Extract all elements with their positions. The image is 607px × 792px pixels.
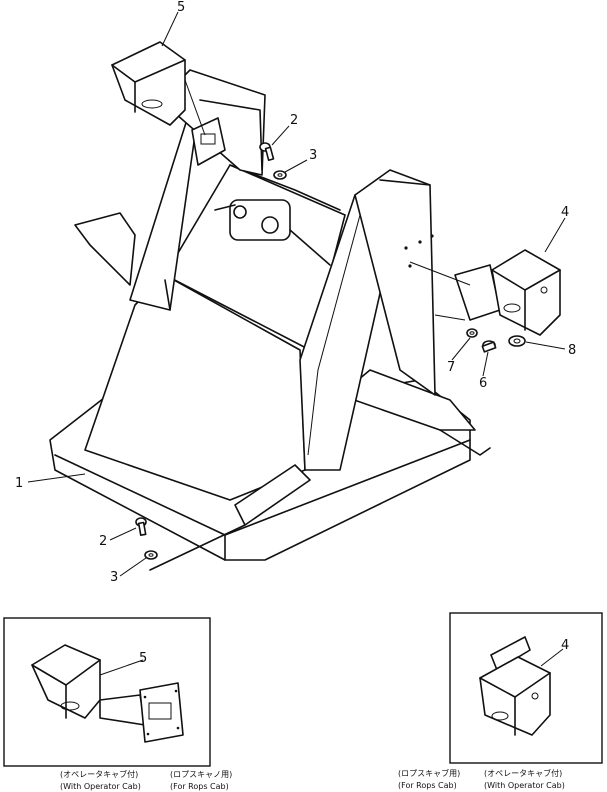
washer-3-bottom bbox=[144, 550, 158, 560]
nut-8 bbox=[508, 335, 526, 347]
callout-3-top: 3 bbox=[309, 148, 317, 163]
caption-left-en-2: (For Rops Cab) bbox=[170, 782, 229, 791]
washer-7 bbox=[466, 328, 478, 338]
callout-7: 7 bbox=[447, 360, 455, 375]
callout-8: 8 bbox=[568, 343, 576, 358]
callout-5-inset: 5 bbox=[139, 651, 147, 666]
callout-labels: 5 2 3 4 1 2 3 7 6 8 bbox=[15, 0, 576, 585]
bolt-2-bottom bbox=[135, 517, 147, 536]
caption-right-en-1: (For Rops Cab) bbox=[398, 781, 457, 790]
inset-right: 4 bbox=[449, 612, 603, 764]
callout-2-top: 2 bbox=[290, 113, 298, 128]
callout-3-bottom: 3 bbox=[110, 570, 118, 585]
part-5-box bbox=[111, 41, 226, 166]
callout-6: 6 bbox=[479, 376, 487, 391]
washer-3-top bbox=[273, 170, 287, 180]
callout-5: 5 bbox=[177, 0, 185, 15]
leader-lines bbox=[27, 11, 566, 577]
caption-left-jp-2: (ロプスキャノ用) bbox=[170, 770, 232, 779]
caption-right-jp-2: (オペレータキャブ付) bbox=[484, 768, 562, 778]
part-4-box bbox=[409, 249, 561, 336]
main-frame bbox=[49, 69, 491, 571]
inset-left: 5 bbox=[3, 617, 211, 767]
caption-left-jp-1: (オペレータキャブ付) bbox=[60, 769, 138, 779]
caption-right-jp-1: (ロプスキャブ用) bbox=[398, 768, 460, 778]
bolt-2-top bbox=[259, 142, 275, 161]
hinge-assembly bbox=[214, 199, 331, 266]
callout-4-inset: 4 bbox=[561, 638, 569, 653]
bolt-6 bbox=[481, 340, 497, 353]
caption-left-en-1: (With Operator Cab) bbox=[60, 782, 141, 791]
callout-2-bottom: 2 bbox=[99, 534, 107, 549]
captions: (オペレータキャブ付) (ロプスキャノ用) (With Operator Cab… bbox=[60, 768, 565, 791]
caption-right-en-2: (With Operator Cab) bbox=[484, 781, 565, 790]
callout-1: 1 bbox=[15, 476, 23, 491]
fasteners bbox=[135, 142, 526, 560]
callout-4: 4 bbox=[561, 205, 569, 220]
